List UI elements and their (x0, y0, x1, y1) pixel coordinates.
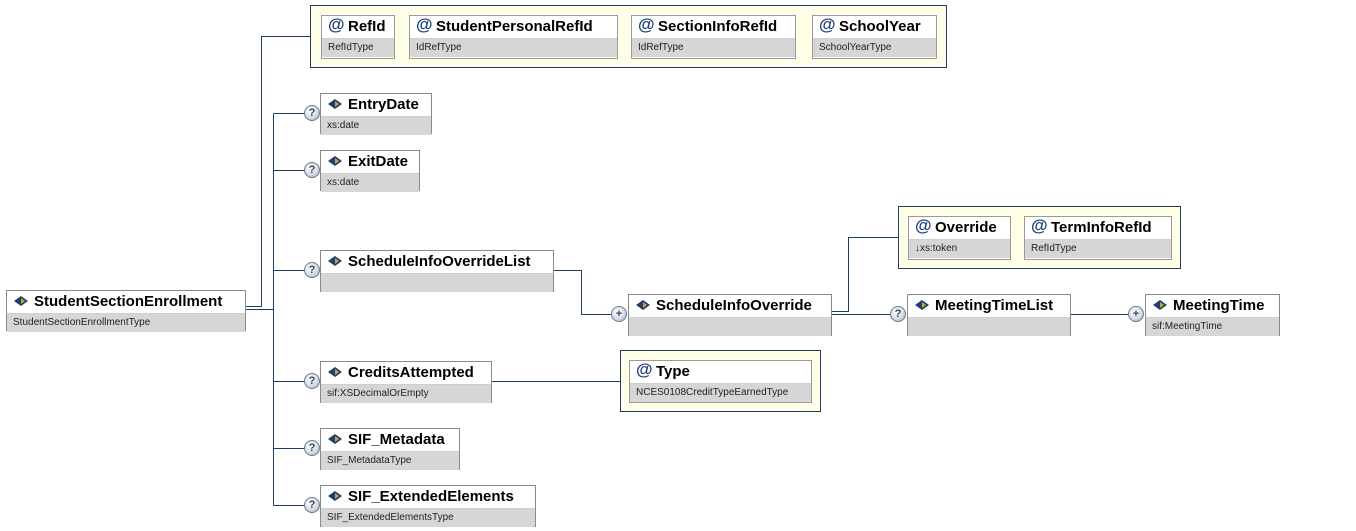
element-credits-attempted-type: sif:XSDecimalOrEmpty (321, 384, 491, 403)
attribute-school-year-name: SchoolYear (839, 18, 921, 35)
attribute-term-info-refid-type: RefIdType (1025, 239, 1171, 258)
element-schedule-info-override[interactable]: ScheduleInfoOverride (628, 294, 832, 336)
attribute-section-info-refid-title: @ SectionInfoRefId (632, 15, 795, 38)
attribute-refid[interactable]: @ RefId RefIdType (321, 15, 395, 59)
element-meeting-time-list[interactable]: MeetingTimeList (907, 294, 1071, 336)
attribute-type-title: @ Type (630, 360, 811, 383)
element-entry-date[interactable]: EntryDate xs:date (320, 93, 432, 135)
element-diamond-icon (14, 296, 28, 306)
attribute-refid-type: RefIdType (322, 38, 394, 57)
element-sif-metadata-type: SIF_MetadataType (321, 451, 459, 470)
attribute-refid-title: @ RefId (322, 15, 394, 38)
element-credits-attempted-title: CreditsAttempted (321, 362, 491, 384)
optional-sif-metadata-icon: ? (304, 440, 320, 456)
optional-schedule-list-icon: ? (304, 262, 320, 278)
element-diamond-icon (328, 434, 342, 444)
element-exit-date-type: xs:date (321, 173, 419, 192)
element-credits-attempted[interactable]: CreditsAttempted sif:XSDecimalOrEmpty (320, 361, 492, 403)
attribute-school-year-title: @ SchoolYear (813, 15, 936, 38)
element-meeting-time-list-name: MeetingTimeList (935, 297, 1054, 314)
element-meeting-time-name: MeetingTime (1173, 297, 1265, 314)
element-sif-metadata-title: SIF_Metadata (321, 429, 459, 451)
override-attribute-group: @ Override ↓xs:token @ TermInfoRefId Ref… (898, 206, 1181, 269)
element-sif-extended-elements[interactable]: SIF_ExtendedElements SIF_ExtendedElement… (320, 485, 536, 527)
attribute-section-info-refid-name: SectionInfoRefId (658, 18, 778, 35)
root-element-node[interactable]: StudentSectionEnrollment StudentSectionE… (6, 290, 246, 332)
element-diamond-icon (328, 256, 342, 266)
attribute-type-name: Type (656, 363, 690, 380)
at-sign-icon: @ (819, 15, 836, 34)
attribute-term-info-refid[interactable]: @ TermInfoRefId RefIdType (1024, 216, 1172, 260)
element-diamond-icon (328, 99, 342, 109)
element-schedule-info-override-list[interactable]: ScheduleInfoOverrideList (320, 250, 554, 292)
attribute-refid-name: RefId (348, 18, 386, 35)
optional-credits-attempted-icon: ? (304, 373, 320, 389)
root-element-name: StudentSectionEnrollment (34, 293, 223, 310)
attribute-student-personal-refid-type: IdRefType (410, 38, 617, 57)
at-sign-icon: @ (328, 15, 345, 34)
repeat-meeting-time-icon: + (1128, 306, 1144, 322)
element-meeting-time-type: sif:MeetingTime (1146, 317, 1279, 336)
element-sif-metadata-name: SIF_Metadata (348, 431, 445, 448)
optional-entry-date-icon: ? (304, 105, 320, 121)
element-exit-date-name: ExitDate (348, 153, 409, 170)
element-sif-extended-elements-type: SIF_ExtendedElementsType (321, 508, 535, 527)
attribute-override[interactable]: @ Override ↓xs:token (908, 216, 1011, 260)
element-schedule-info-override-title: ScheduleInfoOverride (629, 295, 831, 317)
at-sign-icon: @ (1031, 216, 1048, 235)
at-sign-icon: @ (638, 15, 655, 34)
element-diamond-icon (1153, 300, 1167, 310)
element-schedule-info-override-name: ScheduleInfoOverride (656, 297, 812, 314)
element-meeting-time[interactable]: MeetingTime sif:MeetingTime (1145, 294, 1280, 336)
root-element-type: StudentSectionEnrollmentType (7, 313, 245, 332)
attribute-section-info-refid[interactable]: @ SectionInfoRefId IdRefType (631, 15, 796, 59)
repeat-schedule-override-icon: + (611, 306, 627, 322)
root-element-title: StudentSectionEnrollment (7, 291, 245, 313)
optional-sif-extended-icon: ? (304, 497, 320, 513)
element-sif-extended-elements-name: SIF_ExtendedElements (348, 488, 514, 505)
optional-meeting-time-list-icon: ? (890, 306, 906, 322)
element-schedule-info-override-list-name: ScheduleInfoOverrideList (348, 253, 531, 270)
element-diamond-icon (328, 491, 342, 501)
at-sign-icon: @ (636, 360, 653, 379)
element-schedule-info-override-list-type (321, 273, 553, 292)
optional-exit-date-icon: ? (304, 162, 320, 178)
at-sign-icon: @ (416, 15, 433, 34)
element-credits-attempted-name: CreditsAttempted (348, 364, 474, 381)
attribute-student-personal-refid-name: StudentPersonalRefId (436, 18, 593, 35)
attribute-school-year[interactable]: @ SchoolYear SchoolYearType (812, 15, 937, 59)
attribute-student-personal-refid-title: @ StudentPersonalRefId (410, 15, 617, 38)
attribute-term-info-refid-name: TermInfoRefId (1051, 219, 1152, 236)
element-diamond-icon (915, 300, 929, 310)
attribute-override-title: @ Override (909, 216, 1010, 239)
attribute-override-name: Override (935, 219, 997, 236)
attribute-override-type: ↓xs:token (909, 239, 1010, 258)
root-attribute-group: @ RefId RefIdType @ StudentPersonalRefId… (310, 5, 947, 68)
element-entry-date-title: EntryDate (321, 94, 431, 116)
element-schedule-info-override-type (629, 317, 831, 336)
attribute-type[interactable]: @ Type NCES0108CreditTypeEarnedType (629, 360, 812, 403)
element-sif-metadata[interactable]: SIF_Metadata SIF_MetadataType (320, 428, 460, 470)
element-entry-date-type: xs:date (321, 116, 431, 135)
element-exit-date-title: ExitDate (321, 151, 419, 173)
element-sif-extended-elements-title: SIF_ExtendedElements (321, 486, 535, 508)
element-meeting-time-title: MeetingTime (1146, 295, 1279, 317)
credits-attribute-group: @ Type NCES0108CreditTypeEarnedType (620, 350, 821, 412)
element-meeting-time-list-type (908, 317, 1070, 336)
attribute-school-year-type: SchoolYearType (813, 38, 936, 57)
attribute-student-personal-refid[interactable]: @ StudentPersonalRefId IdRefType (409, 15, 618, 59)
attribute-term-info-refid-title: @ TermInfoRefId (1025, 216, 1171, 239)
at-sign-icon: @ (915, 216, 932, 235)
element-meeting-time-list-title: MeetingTimeList (908, 295, 1070, 317)
element-exit-date[interactable]: ExitDate xs:date (320, 150, 420, 192)
element-diamond-icon (636, 300, 650, 310)
attribute-type-type: NCES0108CreditTypeEarnedType (630, 383, 811, 402)
element-diamond-icon (328, 156, 342, 166)
element-diamond-icon (328, 367, 342, 377)
attribute-section-info-refid-type: IdRefType (632, 38, 795, 57)
element-schedule-info-override-list-title: ScheduleInfoOverrideList (321, 251, 553, 273)
element-entry-date-name: EntryDate (348, 96, 419, 113)
